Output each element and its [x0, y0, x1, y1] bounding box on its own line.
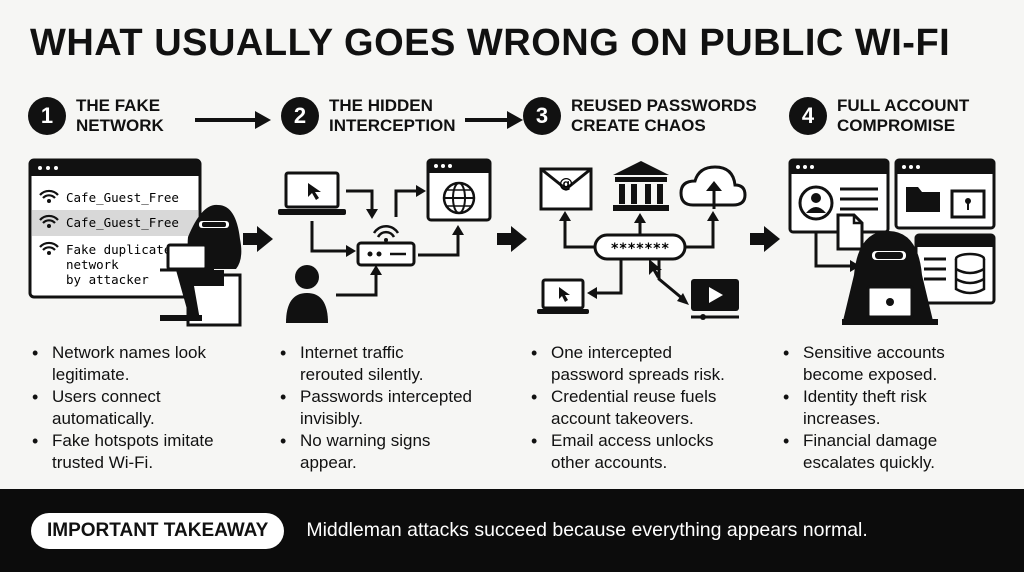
password-mask: *******: [610, 241, 669, 257]
fake-network-illustration: Cafe_Guest_Free Cafe_Guest_Free Fake dup…: [28, 158, 242, 327]
bank-icon: [613, 161, 669, 211]
email-icon: @: [539, 167, 593, 211]
arrow-right-icon: [750, 226, 780, 252]
takeaway-label: IMPORTANT TAKEAWAY: [31, 512, 285, 549]
account-compromise-illustration: [788, 158, 996, 325]
router-icon: [356, 224, 416, 267]
password-reuse-illustration: @ *******: [537, 161, 747, 320]
step-4-number: 4: [789, 97, 827, 135]
hacker-icon: [160, 204, 242, 327]
video-player-icon: [691, 279, 739, 320]
browser-globe-icon: [426, 158, 492, 222]
user-icon: [286, 265, 328, 323]
wifi-icon: [39, 214, 59, 228]
folder-lock-window-icon: [894, 158, 996, 230]
step-1-header: 1 THE FAKE NETWORK: [28, 96, 266, 136]
step-4-header: 4 FULL ACCOUNT COMPROMISE: [789, 96, 1024, 136]
step-2-number: 2: [281, 97, 319, 135]
step-1-number: 1: [28, 97, 66, 135]
step-2-title: THE HIDDEN INTERCEPTION: [329, 96, 456, 135]
cursor-icon: [649, 259, 662, 278]
cloud-upload-icon: [679, 165, 747, 209]
network-item-1: Cafe_Guest_Free: [66, 190, 179, 205]
network-item-fake-line-2: network: [66, 257, 119, 272]
arrow-right-icon: [195, 111, 271, 129]
network-item-fake-line-1: Fake duplicate: [66, 242, 171, 257]
profile-window-icon: [788, 158, 890, 234]
svg-text:@: @: [559, 176, 573, 192]
page-title: WHAT USUALLY GOES WRONG ON PUBLIC WI-FI: [30, 22, 951, 64]
arrow-right-icon: [243, 226, 273, 252]
wifi-icon: [39, 189, 59, 203]
database-window-icon: [914, 233, 996, 305]
step-4-title: FULL ACCOUNT COMPROMISE: [837, 96, 970, 135]
network-item-2: Cafe_Guest_Free: [66, 215, 179, 230]
step-1-title: THE FAKE NETWORK: [76, 96, 164, 135]
hacker-icon: [842, 231, 938, 325]
document-icon: [836, 213, 864, 251]
takeaway-text: Middleman attacks succeed because everyt…: [306, 519, 868, 541]
wifi-icon: [39, 241, 59, 255]
laptop-icon: [537, 278, 589, 314]
network-item-fake-line-3: by attacker: [66, 272, 149, 287]
step-2-header: 2 THE HIDDEN INTERCEPTION: [281, 96, 519, 136]
step-3-title: REUSED PASSWORDS CREATE CHAOS: [571, 96, 757, 135]
arrow-right-icon: [465, 111, 523, 129]
step-3-header: 3 REUSED PASSWORDS CREATE CHAOS: [523, 96, 761, 136]
laptop-icon: [166, 243, 208, 271]
laptop-icon: [278, 171, 346, 215]
interception-illustration: [278, 158, 492, 323]
step-3-number: 3: [523, 97, 561, 135]
arrow-right-icon: [497, 226, 527, 252]
takeaway-banner: IMPORTANT TAKEAWAY Middleman attacks suc…: [0, 489, 1024, 572]
